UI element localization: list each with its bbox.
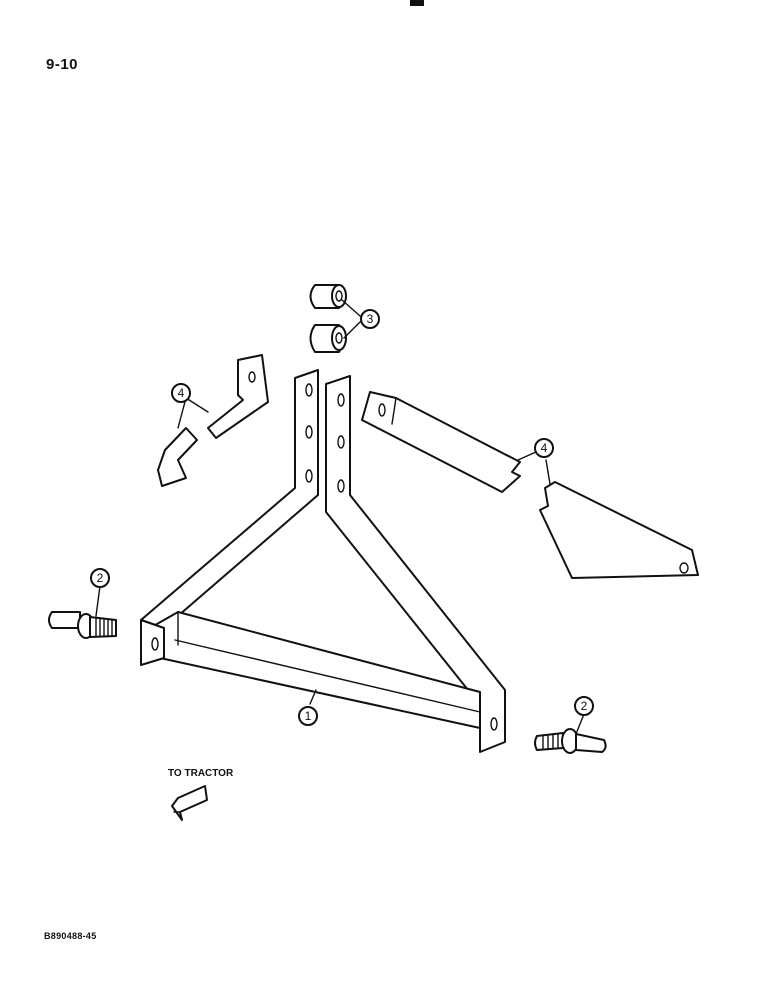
brace-left-lower [157, 427, 198, 487]
callout-3-number: 3 [367, 312, 374, 326]
hitch-pin-left [48, 611, 117, 639]
page-number: 9-10 [46, 56, 79, 73]
top-edge-mark [410, 0, 424, 6]
callout-2-left: 2 [90, 568, 110, 588]
callout-1-number: 1 [305, 709, 312, 723]
callout-4-right-number: 4 [541, 441, 548, 455]
brace-left-upper [207, 354, 269, 439]
callout-2-left-number: 2 [97, 571, 104, 585]
brace-right-lower [539, 481, 699, 579]
to-tractor-label: TO TRACTOR [168, 768, 234, 779]
callout-2-right: 2 [574, 696, 594, 716]
callout-4-right: 4 [534, 438, 554, 458]
figure-code: B890488-45 [44, 931, 97, 941]
a-frame-hitch [140, 369, 506, 753]
bushing-lower [309, 324, 347, 353]
callout-4-left-number: 4 [178, 386, 185, 400]
callout-3: 3 [360, 309, 380, 329]
hitch-pin-right [534, 728, 607, 754]
to-tractor-arrow-icon [171, 785, 208, 821]
bushing-upper [309, 284, 347, 309]
brace-right-upper [361, 391, 521, 493]
callout-4-left: 4 [171, 383, 191, 403]
callout-2-right-number: 2 [581, 699, 588, 713]
callout-1: 1 [298, 706, 318, 726]
callout-leaders [95, 299, 585, 735]
